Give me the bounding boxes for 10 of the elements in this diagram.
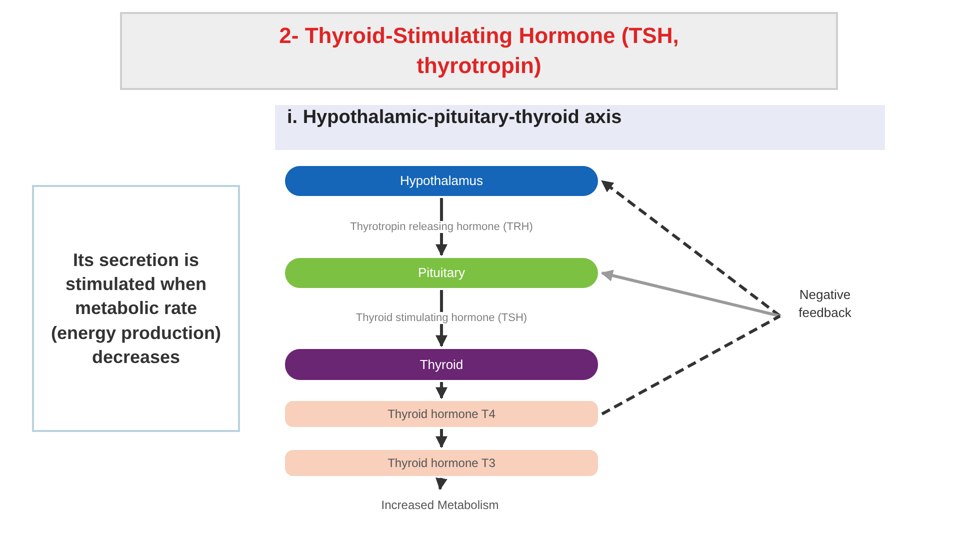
process-pill: Thyroid hormone T3 xyxy=(285,450,598,476)
process-pill: Hypothalamus xyxy=(285,166,598,196)
process-pill: Thyroid xyxy=(285,349,598,380)
section-header-band: i. Hypothalamic-pituitary-thyroid axis xyxy=(275,105,885,150)
process-pill: Thyroid hormone T4 xyxy=(285,401,598,427)
process-pill: Pituitary xyxy=(285,258,598,288)
slide-title: 2- Thyroid-Stimulating Hormone (TSH, thyrotropin) xyxy=(120,12,838,90)
feedback-text: Negative feedback xyxy=(798,286,852,322)
outcome-text: Increased Metabolism xyxy=(381,496,499,514)
note-box: Its secretion is stimulated when metabolic rate (energy production) decreases xyxy=(32,185,240,432)
